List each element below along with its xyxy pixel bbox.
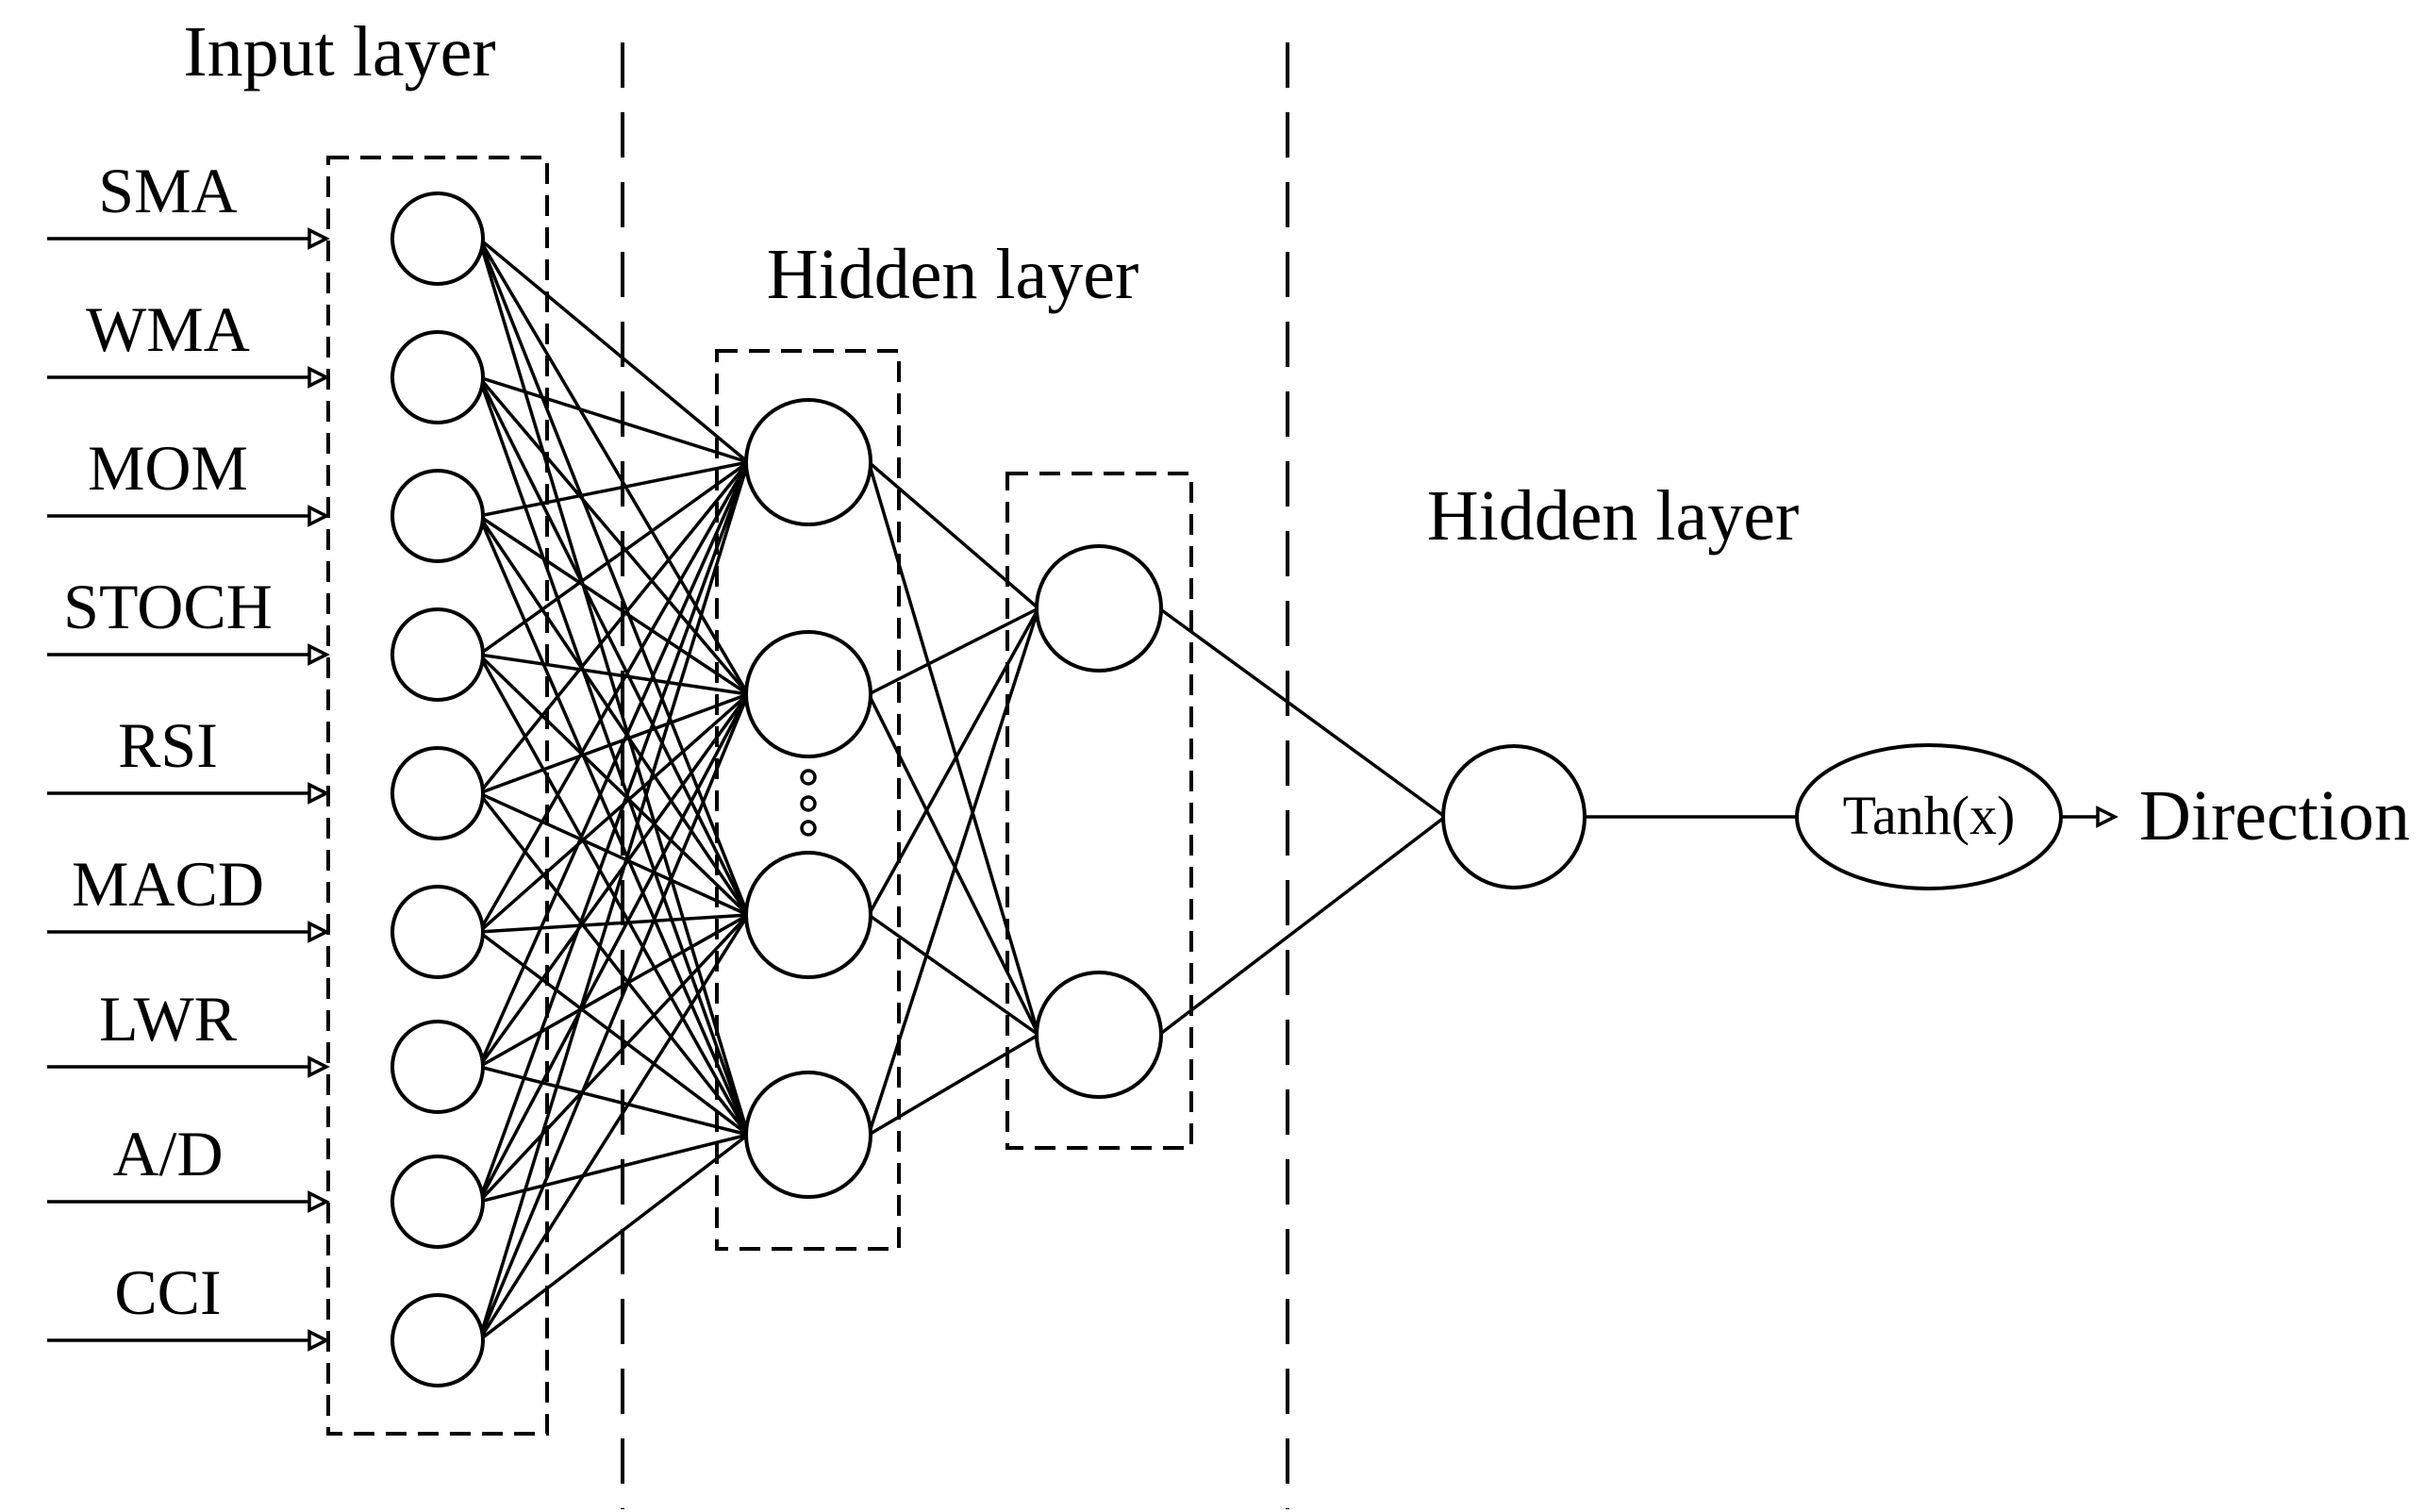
edge [478,692,749,795]
edge [477,693,750,1341]
edge [477,693,750,1203]
edge [477,376,750,1136]
input-arrow-head [307,1329,330,1352]
input-arrow-head [307,366,330,389]
input-arrow-head [307,505,330,527]
input-node [390,191,485,286]
hidden-1-node [744,398,872,526]
edge [867,607,1040,916]
hidden-layer-2-box [1005,472,1193,1150]
output-node [1441,744,1587,889]
edge [477,653,750,917]
edge [477,914,750,1341]
input-node [390,330,485,424]
input-feature-label: LWR [99,983,238,1055]
input-arrow-head [307,782,330,805]
input-node [390,1293,485,1387]
edge [478,460,749,518]
edge [477,460,750,795]
edge [477,375,750,696]
edge [477,461,750,1203]
edge [477,515,750,1136]
input-feature-label: SMA [98,155,237,226]
edge [478,913,749,1069]
input-arrow-head [307,1190,330,1213]
input-feature-label: MOM [88,432,248,504]
edge [868,1033,1039,1137]
edge [477,461,750,1341]
ellipsis-dot [800,769,817,786]
input-arrow-head [307,1055,330,1078]
edge [478,375,749,464]
edge [477,237,750,464]
input-node [390,1020,485,1114]
edge [477,460,750,656]
connection-edges [477,237,1447,1342]
edge [867,913,1040,1037]
input-layer-box [326,156,549,1436]
edge [477,515,750,916]
output-label: Direction [2139,776,2410,856]
input-node [390,607,485,702]
input-node [390,746,485,840]
edge [477,692,750,1069]
input-feature-label: A/D [112,1118,223,1189]
input-features: SMA WMA MOM STOCH RSI MACD LWR A/D CCI [47,155,330,1352]
edge [1157,606,1447,819]
hidden-layer-1-title: Hidden layer [767,235,1139,314]
edge [478,653,749,696]
network-nodes [390,191,1587,1387]
edge [477,791,750,1137]
hidden-1-node [744,851,872,979]
edge [478,1133,749,1204]
edge [478,514,749,696]
input-feature-label: MACD [72,848,264,920]
hidden-1-node [744,630,872,758]
input-feature-label: CCI [114,1256,221,1328]
edge [1157,815,1447,1037]
hidden-layer-2-title: Hidden layer [1427,476,1800,556]
hidden-1-node [744,1071,872,1199]
input-arrow-head [307,643,330,666]
hidden-layer-1-box [715,349,901,1251]
input-layer-title: Input layer [183,12,495,91]
input-node [390,885,485,979]
edge [477,654,750,1136]
edge [477,1133,750,1342]
edge [478,913,749,934]
edge [477,692,750,934]
activation-label: Tanh(x) [1843,785,2016,846]
ellipsis-dot [800,795,817,812]
hidden-2-node [1035,971,1163,1099]
input-feature-label: RSI [118,709,218,781]
input-arrow-head [307,921,330,943]
edge [477,461,750,1068]
input-feature-label: WMA [86,293,250,365]
output-arrow-head [2096,806,2119,828]
edge [867,460,1040,610]
input-feature-label: STOCH [63,571,273,642]
edge [477,376,750,916]
input-node [390,469,485,563]
edge [477,238,750,695]
input-node [390,1155,485,1249]
edge [477,913,750,1204]
input-arrow-head [307,227,330,250]
hidden-2-node [1035,544,1163,673]
edge [478,791,749,917]
edge [868,606,1039,696]
edge [477,461,750,933]
ellipsis-dot [800,820,817,837]
